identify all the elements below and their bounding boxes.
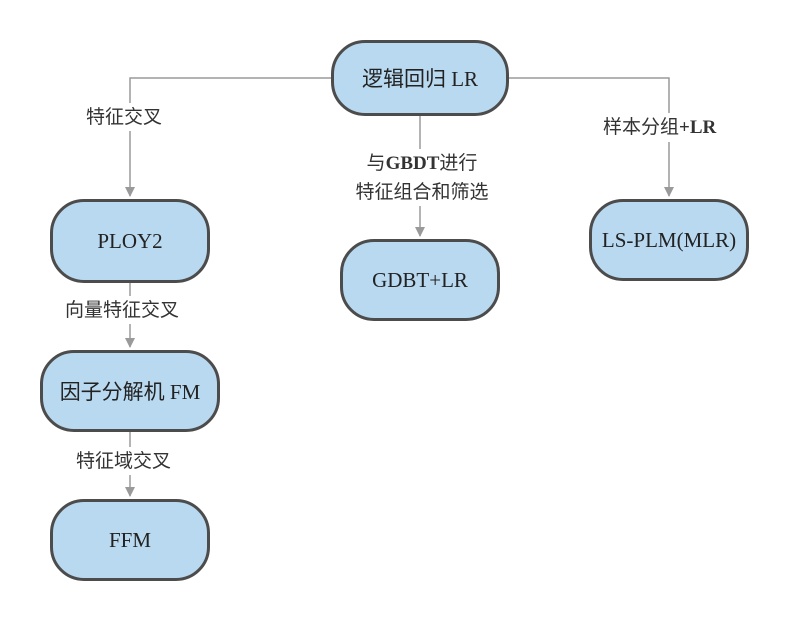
edge-label-gbdt-combination: 与GBDT进行 特征组合和筛选	[334, 149, 510, 206]
node-ls-plm: LS-PLM(MLR)	[589, 199, 749, 281]
edge-label-gbdt-line2: 特征组合和筛选	[355, 181, 489, 203]
node-ffm: FFM	[50, 499, 210, 581]
edge-label-gbdt-bold: GBDT	[385, 153, 440, 174]
edge-label-gbdt-prefix: 与	[366, 152, 386, 174]
edge-label-gbdt-suffix: 进行	[439, 152, 478, 174]
edge-label-sample-grouping-text: 样本分组	[603, 116, 680, 138]
edge-label-feature-cross: 特征交叉	[84, 103, 165, 131]
node-fm: 因子分解机 FM	[40, 350, 220, 432]
connector-lr-to-poly2	[125, 77, 331, 197]
edge-label-sample-grouping: 样本分组+LR	[601, 113, 719, 142]
edge-label-sample-grouping-bold: +LR	[679, 117, 717, 138]
node-poly2: PLOY2	[50, 199, 210, 283]
node-lr: 逻辑回归 LR	[331, 40, 509, 116]
edge-label-vector-feature-cross: 向量特征交叉	[63, 296, 182, 324]
edge-label-gbdt-line1: 与GBDT进行	[336, 149, 508, 178]
edge-label-field-cross: 特征域交叉	[74, 447, 174, 475]
node-gbdt-lr: GDBT+LR	[340, 239, 500, 321]
connector-lr-to-lsplm	[509, 77, 674, 197]
